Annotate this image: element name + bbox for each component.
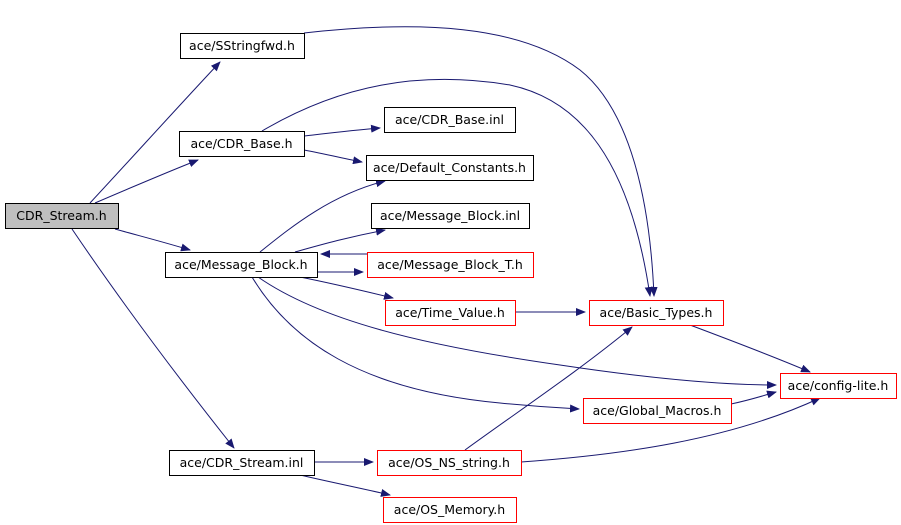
node-label: ace/Message_Block_T.h <box>377 257 523 272</box>
node-cdr-base-h[interactable]: ace/CDR_Base.h <box>179 131 305 157</box>
edge-cdr-stream-h-to-cdr-stream-inl <box>71 228 235 449</box>
node-label: ace/OS_NS_string.h <box>388 455 510 470</box>
node-label: ace/CDR_Base.h <box>190 136 292 151</box>
node-box[interactable] <box>377 450 522 476</box>
node-label: ace/Basic_Types.h <box>600 305 713 320</box>
node-box[interactable] <box>367 252 534 278</box>
node-message-block-t-h[interactable]: ace/Message_Block_T.h <box>367 252 534 278</box>
node-box[interactable] <box>5 203 119 229</box>
node-label: ace/Time_Value.h <box>395 305 505 320</box>
node-box[interactable] <box>165 252 318 278</box>
node-box[interactable] <box>179 131 305 157</box>
node-label: ace/CDR_Base.inl <box>395 112 504 127</box>
node-box[interactable] <box>169 450 315 476</box>
edge-message-block-h-to-config-lite-h <box>257 276 777 389</box>
node-cdr-base-inl[interactable]: ace/CDR_Base.inl <box>384 107 516 133</box>
edge-os-ns-string-h-to-basic-types-h <box>464 326 633 451</box>
nodes-layer: CDR_Stream.h ace/SStringfwd.h ace/CDR_Base… <box>5 33 897 523</box>
node-label: ace/SStringfwd.h <box>189 38 295 53</box>
node-message-block-inl[interactable]: ace/Message_Block.inl <box>371 203 530 229</box>
node-label: CDR_Stream.h <box>16 208 106 223</box>
node-box[interactable] <box>780 373 897 399</box>
node-box[interactable] <box>583 398 732 424</box>
node-sstringfwd-h[interactable]: ace/SStringfwd.h <box>180 33 305 59</box>
edge-sstringfwd-h-to-basic-types-h <box>303 26 658 297</box>
node-default-constants-h[interactable]: ace/Default_Constants.h <box>366 155 534 181</box>
edge-global-macros-h-to-config-lite-h <box>730 390 777 405</box>
node-cdr-stream-h[interactable]: CDR_Stream.h <box>5 203 119 229</box>
node-basic-types-h[interactable]: ace/Basic_Types.h <box>589 300 724 326</box>
node-config-lite-h[interactable]: ace/config-lite.h <box>780 373 897 399</box>
node-label: ace/Default_Constants.h <box>373 160 526 175</box>
node-global-macros-h[interactable]: ace/Global_Macros.h <box>583 398 732 424</box>
node-message-block-h[interactable]: ace/Message_Block.h <box>165 252 318 278</box>
edge-message-block-h-to-time-value-h <box>299 276 394 300</box>
node-time-value-h[interactable]: ace/Time_Value.h <box>385 300 516 326</box>
edge-basic-types-h-to-config-lite-h <box>689 324 811 373</box>
edge-os-ns-string-h-to-config-lite-h <box>520 397 821 463</box>
node-label: ace/Message_Block.h <box>174 257 307 272</box>
edge-cdr-base-h-to-default-constants-h <box>303 149 363 165</box>
node-box[interactable] <box>385 300 516 326</box>
node-box[interactable] <box>384 107 516 133</box>
edge-message-block-h-to-global-macros-h <box>251 276 580 413</box>
node-os-memory-h[interactable]: ace/OS_Memory.h <box>383 497 517 523</box>
node-box[interactable] <box>383 497 517 523</box>
edge-cdr-stream-inl-to-os-memory-h <box>299 474 391 497</box>
edge-cdr-base-h-to-basic-types-h <box>261 78 653 297</box>
node-box[interactable] <box>366 155 534 181</box>
edge-message-block-h-to-message-block-inl <box>294 227 386 253</box>
node-label: ace/config-lite.h <box>788 378 889 393</box>
node-box[interactable] <box>180 33 305 59</box>
edge-cdr-stream-h-to-sstringfwd-h <box>89 61 221 204</box>
edges-layer <box>71 26 821 497</box>
node-box[interactable] <box>589 300 724 326</box>
edge-cdr-stream-h-to-cdr-base-h <box>94 159 199 204</box>
edge-message-block-h-to-default-constants-h <box>259 179 386 253</box>
node-label: ace/Message_Block.inl <box>380 208 520 223</box>
node-label: ace/Global_Macros.h <box>593 403 722 418</box>
node-cdr-stream-inl[interactable]: ace/CDR_Stream.inl <box>169 450 315 476</box>
node-label: ace/OS_Memory.h <box>394 502 505 517</box>
node-label: ace/CDR_Stream.inl <box>180 455 304 470</box>
node-os-ns-string-h[interactable]: ace/OS_NS_string.h <box>377 450 522 476</box>
edge-cdr-base-h-to-cdr-base-inl <box>303 124 381 137</box>
edge-cdr-stream-h-to-message-block-h <box>114 228 191 252</box>
node-box[interactable] <box>371 203 530 229</box>
